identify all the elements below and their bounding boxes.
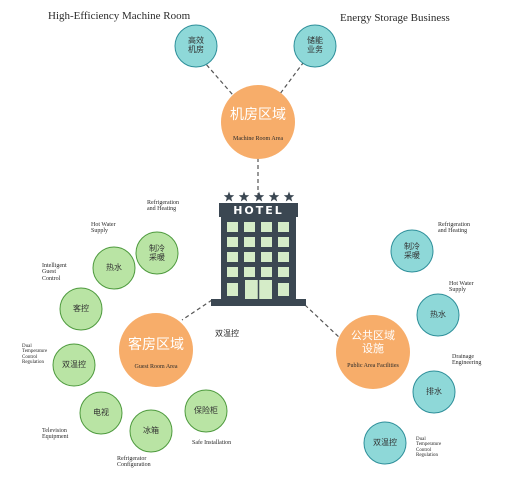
guest-fridge-cn: 冰箱 bbox=[143, 426, 159, 435]
guest-hot-water-cn: 热水 bbox=[106, 263, 122, 272]
hotel-window bbox=[278, 267, 289, 277]
public-area-subtitle: Public Area Facilities bbox=[347, 363, 399, 369]
hotel-window bbox=[227, 267, 238, 277]
hotel-star bbox=[283, 191, 295, 202]
hotel-window bbox=[244, 267, 255, 277]
guest-control-en: Intelligent Guest Control bbox=[42, 263, 67, 282]
hotel-window bbox=[227, 252, 238, 262]
guest-control-cn: 客控 bbox=[73, 304, 89, 313]
hotel-star bbox=[253, 191, 265, 202]
connector-hotel-public bbox=[304, 304, 343, 341]
hotel-window bbox=[261, 237, 272, 247]
machine-room-heading: High-Efficiency Machine Room bbox=[48, 10, 191, 22]
guest-room-hub bbox=[119, 313, 193, 387]
public-cooling-en: Refrigeration and Heating bbox=[438, 222, 470, 235]
public-hot-water-circle bbox=[416, 293, 460, 337]
hotel-window bbox=[244, 252, 255, 262]
hotel-building: HOTEL bbox=[211, 191, 306, 306]
hotel-dual-temp-label: 双温控 bbox=[215, 329, 239, 338]
public-cooling-cn: 制冷 采暖 bbox=[404, 242, 420, 261]
efficient-machine-room-circle bbox=[174, 24, 218, 68]
guest-cooling-circle bbox=[135, 231, 179, 275]
public-area-title: 公共区域 设施 bbox=[351, 329, 395, 355]
efficient-machine-room-label: 高效 机房 bbox=[188, 36, 204, 55]
hotel-star bbox=[223, 191, 235, 202]
machine-room-hub bbox=[221, 85, 295, 159]
energy-storage-label: 储能 业务 bbox=[307, 36, 323, 55]
public-drainage-cn: 排水 bbox=[426, 387, 442, 396]
guest-tv-circle bbox=[79, 391, 123, 435]
guest-dual-temp-en: Dual Temperature Control Regulation bbox=[22, 344, 48, 365]
public-dual-temp-en: Dual Temperature Control Regulation bbox=[416, 437, 442, 458]
guest-fridge-circle bbox=[129, 409, 173, 453]
hotel-sign-board bbox=[219, 203, 298, 217]
public-drainage-circle bbox=[412, 370, 456, 414]
guest-dual-temp-cn: 双温控 bbox=[62, 360, 86, 369]
hotel-window bbox=[261, 267, 272, 277]
hotel-windows bbox=[227, 222, 289, 299]
hotel-window bbox=[278, 283, 289, 296]
hotel-sign: HOTEL bbox=[233, 204, 284, 217]
public-dual-temp-circle bbox=[363, 421, 407, 465]
guest-safe-cn: 保险柜 bbox=[194, 406, 218, 415]
guest-hot-water-circle bbox=[92, 246, 136, 290]
connector-hotel-guest bbox=[181, 299, 213, 321]
machine-room-subtitle: Machine Room Area bbox=[233, 136, 283, 142]
guest-hot-water-en: Hot Water Supply bbox=[91, 222, 116, 235]
hotel-window bbox=[227, 222, 238, 232]
guest-safe-en: Safe Installation bbox=[192, 440, 232, 446]
hotel-window bbox=[278, 252, 289, 262]
public-cooling-circle bbox=[390, 229, 434, 273]
guest-tv-en: Television Equipment bbox=[42, 428, 69, 441]
hotel-window bbox=[261, 252, 272, 262]
hotel-star bbox=[268, 191, 280, 202]
guest-cooling-en: Refrigeration and Heating bbox=[147, 200, 179, 213]
energy-storage-circle bbox=[293, 24, 337, 68]
guest-cooling-cn: 制冷 采暖 bbox=[149, 244, 165, 263]
guest-room-subtitle: Guest Room Area bbox=[134, 364, 178, 370]
public-hot-water-en: Hot Water Supply bbox=[449, 281, 474, 294]
hotel-window bbox=[244, 222, 255, 232]
guest-room-title: 客房区域 bbox=[128, 337, 184, 353]
hotel-window bbox=[227, 283, 238, 296]
hotel-base bbox=[211, 299, 306, 306]
guest-control-circle bbox=[59, 287, 103, 331]
machine-room-title: 机房区域 bbox=[230, 107, 286, 123]
guest-safe-circle bbox=[184, 389, 228, 433]
public-dual-temp-cn: 双温控 bbox=[373, 438, 397, 447]
guest-fridge-en: Refrigerator Configuration bbox=[117, 456, 151, 469]
hotel-window bbox=[227, 237, 238, 247]
public-drainage-en: Drainage Engineering bbox=[452, 354, 482, 367]
energy-storage-heading: Energy Storage Business bbox=[340, 12, 450, 24]
hotel-star bbox=[238, 191, 250, 202]
hotel-window bbox=[278, 237, 289, 247]
hotel-window bbox=[244, 237, 255, 247]
guest-tv-cn: 电视 bbox=[93, 408, 109, 417]
hotel-window bbox=[261, 222, 272, 232]
guest-dual-temp-circle bbox=[52, 343, 96, 387]
public-hot-water-cn: 热水 bbox=[430, 310, 446, 319]
hotel-stars bbox=[223, 191, 295, 202]
hotel-window bbox=[278, 222, 289, 232]
public-area-hub bbox=[336, 315, 410, 389]
